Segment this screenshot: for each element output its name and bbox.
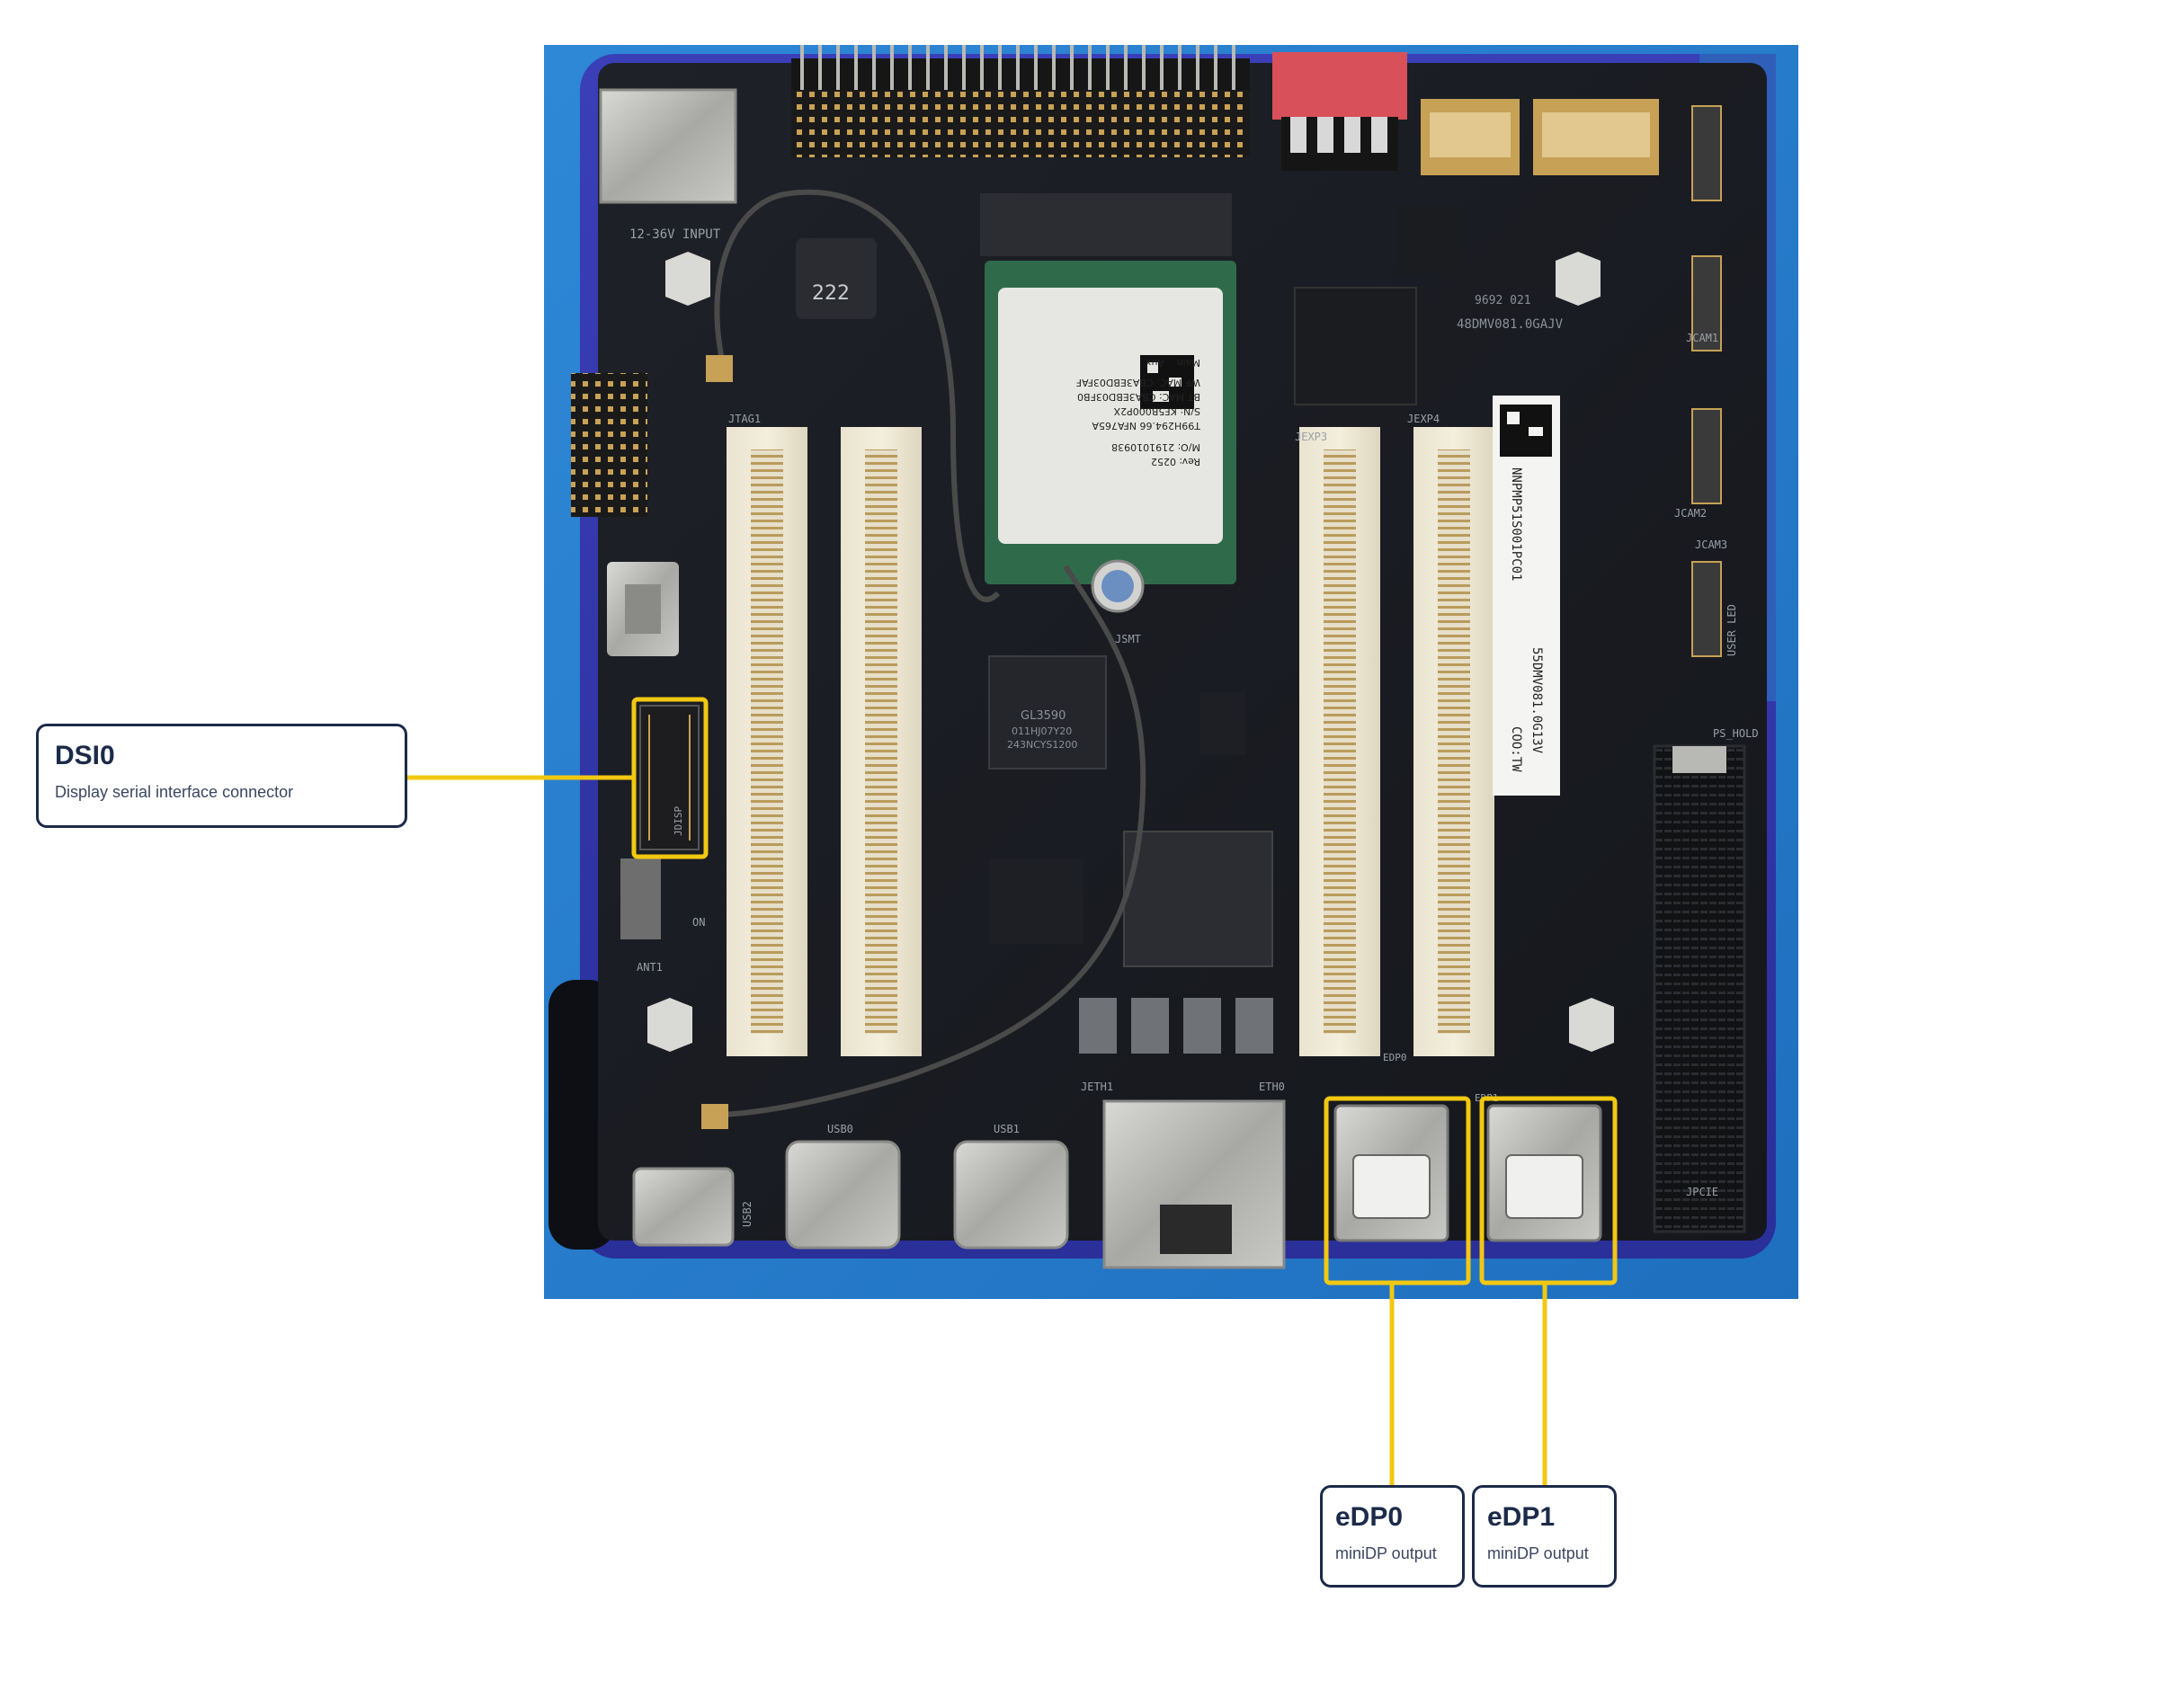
callout-title: eDP0 (1335, 1502, 1404, 1532)
minidp-port-1 (1486, 1104, 1602, 1242)
svg-text:BT MAC: CBA3EBD03FB0: BT MAC: CBA3EBD03FB0 (1077, 391, 1200, 403)
svg-text:COO:TW: COO:TW (1509, 726, 1523, 772)
svg-text:Aux: Aux (1146, 357, 1164, 369)
svg-text:USB2: USB2 (741, 1201, 754, 1227)
ethernet-port (1102, 1099, 1286, 1269)
slot-1 (727, 427, 807, 1056)
svg-text:Rev: 0252: Rev: 0252 (1151, 456, 1200, 467)
callout-edp0: eDP0 miniDP output (1320, 1485, 1465, 1588)
svg-text:NNPMP51S001PC01: NNPMP51S001PC01 (1509, 467, 1523, 581)
svg-text:222: 222 (812, 282, 850, 305)
svg-text:USB1: USB1 (994, 1123, 1020, 1135)
usb-hub-chip: GL3590 011HJ07Y20 243NCYS1200 (988, 655, 1107, 769)
svg-text:WF MAC: CBA3EBD03FAF: WF MAC: CBA3EBD03FAF (1076, 377, 1200, 388)
gpio-header (791, 45, 1250, 157)
svg-text:USER LED: USER LED (1726, 604, 1738, 656)
edp1-highlight (1479, 1096, 1618, 1285)
label-sticker: NNPMP51S001PC01 55DMV081.0G13V COO:TW (1493, 396, 1560, 796)
pcie-slot (1653, 744, 1746, 1233)
svg-text:Main: Main (1177, 357, 1200, 369)
svg-text:9692 021: 9692 021 (1475, 294, 1531, 307)
callout-description: miniDP output (1487, 1544, 1589, 1562)
svg-text:48DMV081.0GAJV: 48DMV081.0GAJV (1457, 317, 1564, 332)
callout-title: DSI0 (55, 741, 115, 770)
callout-dsi0: DSI0 Display serial interface connector (36, 724, 407, 828)
svg-text:243NCYS1200: 243NCYS1200 (1007, 739, 1077, 751)
svg-text:EDP0: EDP0 (1383, 1052, 1407, 1063)
slot-2 (841, 427, 922, 1056)
svg-text:JTAG1: JTAG1 (728, 413, 761, 425)
dip-switch (1272, 52, 1407, 171)
svg-text:JEXP4: JEXP4 (1407, 413, 1440, 425)
svg-text:JDISP: JDISP (673, 806, 684, 836)
usb-c-port-0 (785, 1140, 901, 1250)
slot-3 (1299, 427, 1380, 1056)
svg-text:M/O: 2191010938: M/O: 2191010938 (1111, 441, 1200, 453)
svg-text:USB0: USB0 (827, 1123, 853, 1135)
callout-title: eDP1 (1487, 1502, 1556, 1532)
minidp-port-0 (1333, 1104, 1449, 1242)
svg-text:JCAM1: JCAM1 (1686, 332, 1718, 344)
power-jack (599, 88, 737, 204)
svg-text:ETH0: ETH0 (1259, 1081, 1285, 1093)
svg-text:011HJ07Y20: 011HJ07Y20 (1012, 725, 1072, 737)
svg-text:JSMT: JSMT (1115, 633, 1141, 645)
svg-text:T99H294.66 NFA765A: T99H294.66 NFA765A (1092, 420, 1201, 431)
svg-text:ANT1: ANT1 (637, 961, 663, 974)
callout-description: Display serial interface connector (55, 783, 294, 801)
svg-text:55DMV081.0G13V: 55DMV081.0G13V (1529, 647, 1544, 754)
svg-text:S/N: KF5B000P2X: S/N: KF5B000P2X (1113, 405, 1200, 417)
edp0-highlight (1324, 1096, 1471, 1285)
svg-text:12-36V INPUT: 12-36V INPUT (629, 227, 721, 242)
svg-text:PS_HOLD: PS_HOLD (1713, 727, 1759, 740)
slot-4 (1413, 427, 1494, 1056)
wifi-card: Rev: 0252 M/O: 2191010938 T99H294.66 NFA… (985, 261, 1236, 584)
svg-text:JCAM2: JCAM2 (1674, 507, 1707, 520)
svg-text:GL3590: GL3590 (1021, 709, 1066, 723)
svg-text:JETH1: JETH1 (1081, 1081, 1113, 1093)
svg-text:ON: ON (692, 916, 705, 929)
callout-edp1: eDP1 miniDP output (1472, 1485, 1617, 1588)
callout-description: miniDP output (1335, 1544, 1437, 1562)
svg-text:JPCIE: JPCIE (1686, 1186, 1718, 1198)
svg-text:JEXP3: JEXP3 (1295, 431, 1327, 443)
svg-text:JCAM3: JCAM3 (1695, 538, 1727, 551)
usb-c-port-1 (953, 1140, 1069, 1250)
